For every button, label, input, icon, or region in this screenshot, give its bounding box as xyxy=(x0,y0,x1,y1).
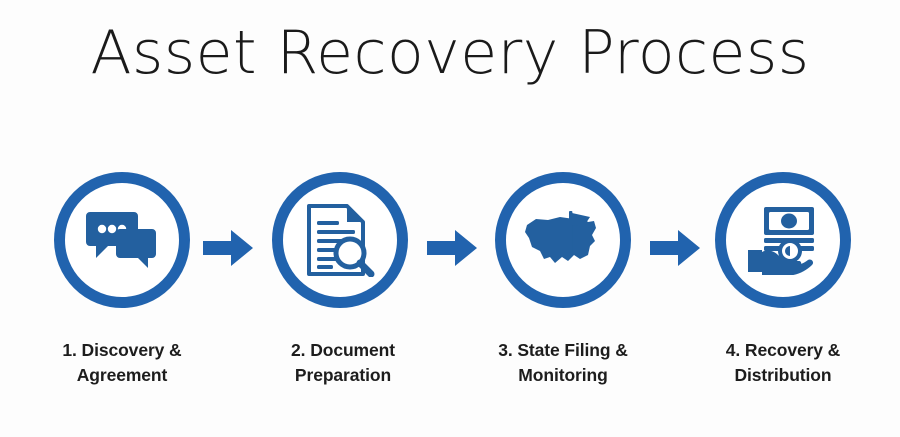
step-1-label: 1. Discovery & Agreement xyxy=(7,338,237,388)
step-3-label: 3. State Filing & Monitoring xyxy=(448,338,678,388)
page-title: Asset Recovery Process xyxy=(90,18,810,88)
step-4-label-line-1: 4. Recovery & xyxy=(725,340,841,360)
arrow-right-icon-1 xyxy=(203,228,253,268)
us-map-flag-icon xyxy=(495,172,631,308)
process-steps-row xyxy=(0,168,900,318)
step-1-label-line-2: Agreement xyxy=(76,365,168,385)
step-1-label-line-1: 1. Discovery & xyxy=(62,340,182,360)
step-3-label-line-2: Monitoring xyxy=(518,365,608,385)
process-step-2[interactable] xyxy=(268,168,412,312)
step-4-label: 4. Recovery & Distribution xyxy=(668,338,898,388)
step-3-circle xyxy=(495,172,631,308)
process-step-3[interactable] xyxy=(491,168,635,312)
step-2-label-line-1: 2. Document xyxy=(291,340,395,360)
step-4-label-line-2: Distribution xyxy=(734,365,832,385)
step-2-label-line-2: Preparation xyxy=(294,365,392,385)
speech-bubbles-icon xyxy=(54,172,190,308)
arrow-right-icon-2 xyxy=(427,228,477,268)
arrow-right-icon-3 xyxy=(650,228,700,268)
step-1-circle xyxy=(54,172,190,308)
hand-cash-icon xyxy=(715,172,851,308)
process-labels-row: 1. Discovery & Agreement 2. Document Pre… xyxy=(0,338,900,408)
step-2-label: 2. Document Preparation xyxy=(228,338,458,388)
step-3-label-line-1: 3. State Filing & xyxy=(498,340,628,360)
process-step-4[interactable] xyxy=(711,168,855,312)
process-step-1[interactable] xyxy=(50,168,194,312)
document-magnifier-icon xyxy=(272,172,408,308)
